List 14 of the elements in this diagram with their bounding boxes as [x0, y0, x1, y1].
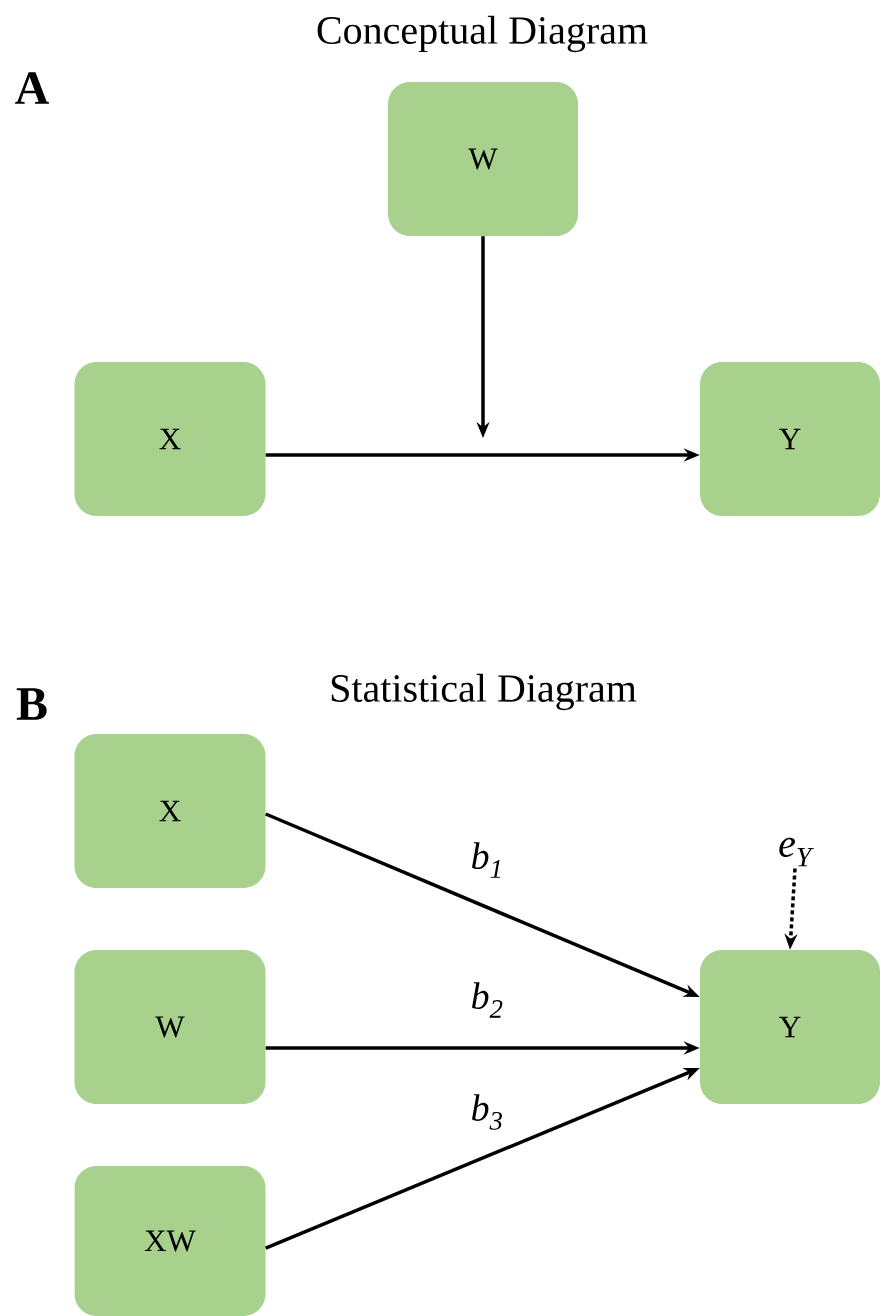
error-term-label: e$_{Y}$: [779, 837, 814, 867]
edge-label: b$_{3}$: [469, 1093, 505, 1131]
panel-letter: B: [16, 688, 47, 720]
variable-box: XW: [74, 1166, 266, 1316]
variable-box: W: [74, 950, 266, 1104]
variable-box: X: [74, 362, 266, 516]
panel-title: Statistical Diagram: [331, 673, 637, 711]
variable-box: Y: [700, 362, 880, 516]
panel-letter: A: [15, 72, 49, 104]
variable-box: Y: [700, 950, 880, 1104]
variable-box: X: [74, 734, 266, 888]
edge-label: b$_{1}$: [469, 841, 505, 879]
variable-box: W: [388, 82, 578, 236]
edge-label: b$_{2}$: [469, 981, 505, 1019]
